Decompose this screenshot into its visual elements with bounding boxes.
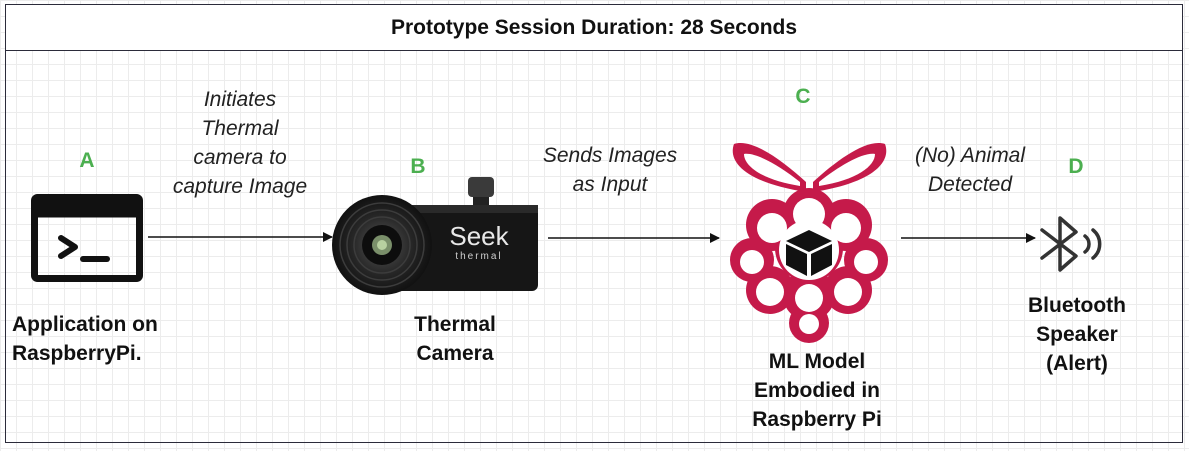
edge-label-c-d: (No) Animal Detected <box>914 144 1026 196</box>
edge-label-a-b: Initiates Thermal camera to capture Imag… <box>172 88 308 198</box>
ml-cube-icon <box>786 230 832 276</box>
bluetooth-icon <box>1040 216 1102 272</box>
camera-brand-main: Seek <box>449 221 509 251</box>
node-c-caption: ML Model Embodied in Raspberry Pi <box>752 350 882 431</box>
node-b-letter: B <box>410 155 426 178</box>
raspberry-pi-icon <box>730 142 888 343</box>
node-d-caption: Bluetooth Speaker (Alert) <box>1028 294 1126 375</box>
node-c-letter: C <box>795 85 811 108</box>
camera-brand-sub: thermal <box>455 251 502 262</box>
node-a-caption: Application on RaspberryPi. <box>12 313 158 365</box>
diagram-title: Prototype Session Duration: 28 Seconds <box>6 5 1182 51</box>
edge-label-b-c: Sends Images as Input <box>542 144 678 196</box>
node-d-letter: D <box>1068 155 1084 178</box>
terminal-icon <box>31 194 143 282</box>
diagram-frame: Prototype Session Duration: 28 Seconds <box>5 4 1183 443</box>
thermal-camera-icon: Seek thermal <box>332 177 538 295</box>
node-a-letter: A <box>79 149 95 172</box>
node-b-caption: Thermal Camera <box>414 313 496 365</box>
